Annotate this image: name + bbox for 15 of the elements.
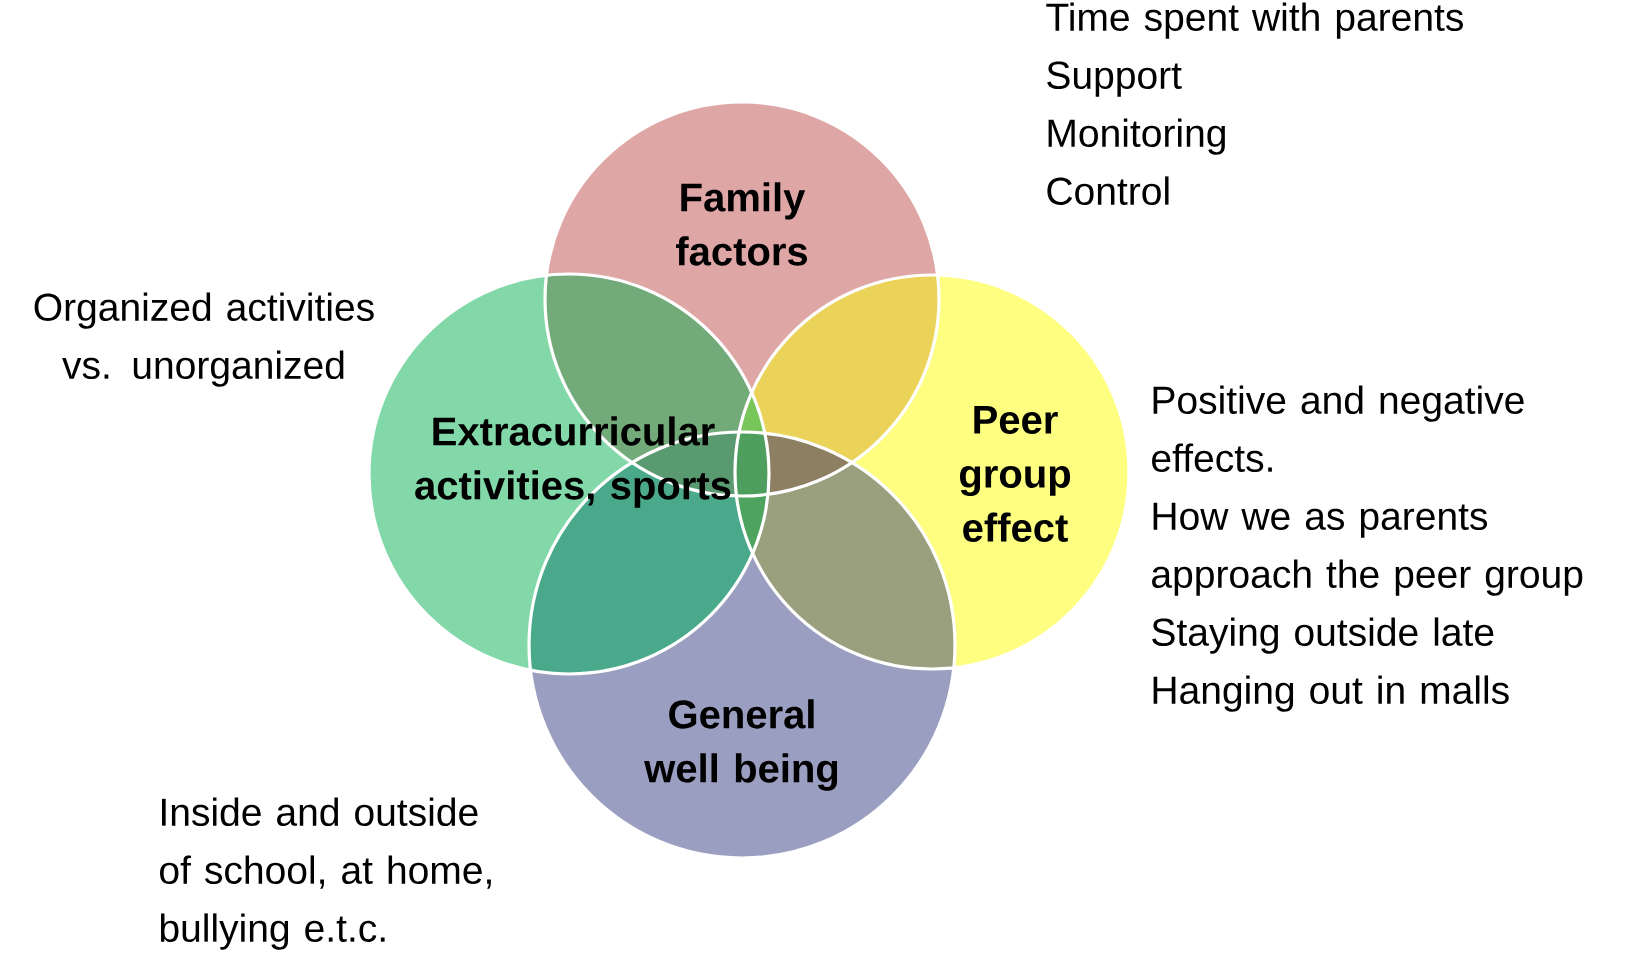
node-label: How we as parents approach the peer group <box>1152 502 1583 596</box>
node-label: Staying outside late <box>1152 617 1494 654</box>
node-label: Monitoring <box>1048 118 1225 155</box>
node-label: Time spent with parents <box>1046 2 1463 39</box>
node-label: Support <box>1047 61 1182 97</box>
node-label: Control <box>1047 176 1169 206</box>
note-text: Inside and outside of school, at home, bullying e.t.c. <box>160 797 491 950</box>
node-label: Positive and negative effects. <box>1152 385 1524 473</box>
node-label: Hanging out in malls <box>1153 675 1509 712</box>
note-text: Organized activities vs. unorganized <box>34 292 374 387</box>
circle-label: Family factors <box>676 182 808 266</box>
note-text: Positive and negative effects. How we as parents approach the peer group Staying outside late Hanging out in malls <box>1152 385 1583 712</box>
note-text: Time spent with parents Support Monitoring Control <box>1046 2 1463 206</box>
circle-label: General well being <box>644 699 838 791</box>
circle-label: Peer group effect <box>960 406 1071 542</box>
